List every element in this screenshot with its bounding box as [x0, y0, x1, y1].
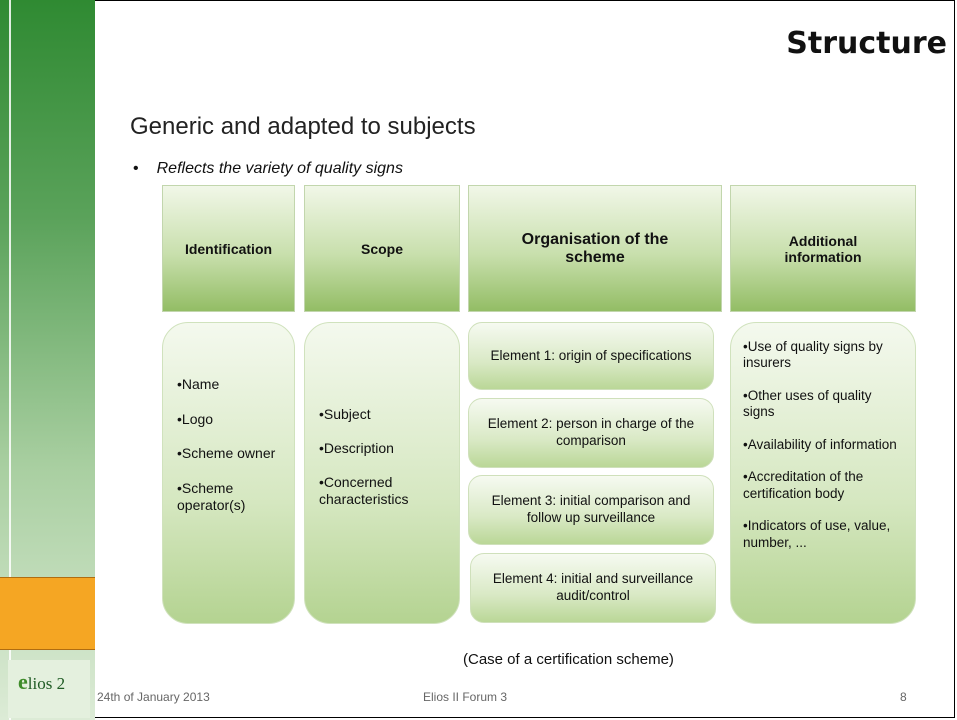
- identification-item: •Scheme owner: [177, 445, 276, 461]
- element-4-text: Element 4: initial and surveillance audi…: [492, 571, 694, 603]
- footer-page-number: 8: [900, 690, 907, 704]
- slide-subtitle: Generic and adapted to subjects: [130, 113, 476, 140]
- identification-item: •Scheme operator(s): [177, 479, 246, 513]
- scope-item: •Subject: [319, 406, 371, 422]
- footer-date: 24th of January 2013: [97, 690, 210, 704]
- diagram-caption: (Case of a certification scheme): [463, 651, 674, 668]
- bullet-item: • Reflects the variety of quality signs: [133, 160, 403, 178]
- element-1-text: Element 1: origin of specifications: [490, 347, 692, 363]
- header-identification: Identification: [162, 185, 295, 312]
- slide-title: Structure: [786, 26, 947, 61]
- additional-item: •Use of quality signs by insurers: [743, 339, 883, 371]
- header-scope-label: Scope: [360, 240, 403, 257]
- element-4-box: Element 4: initial and surveillance audi…: [470, 553, 716, 623]
- header-organisation-label: Organisation of the scheme: [521, 230, 669, 266]
- additional-item: •Other uses of quality signs: [743, 387, 872, 420]
- identification-box: •Name •Logo •Scheme owner •Scheme operat…: [162, 322, 295, 624]
- sidebar-divider: [9, 0, 11, 720]
- additional-item: •Availability of information: [743, 436, 897, 452]
- header-organisation: Organisation of the scheme: [468, 185, 722, 312]
- element-2-text: Element 2: person in charge of the compa…: [487, 416, 695, 448]
- identification-item: •Name: [177, 376, 220, 392]
- header-scope: Scope: [304, 185, 460, 312]
- element-3-text: Element 3: initial comparison and follow…: [491, 493, 691, 525]
- header-additional-label: Additional information: [784, 232, 862, 265]
- logo-text: elios 2: [18, 669, 65, 695]
- element-1-box: Element 1: origin of specifications: [468, 322, 714, 390]
- logo-initial: e: [18, 669, 28, 694]
- bullet-dot: •: [133, 160, 139, 177]
- scope-box: •Subject •Description •Concerned charact…: [304, 322, 460, 624]
- orange-accent-block: [0, 577, 95, 650]
- identification-item: •Logo: [177, 411, 214, 427]
- element-2-box: Element 2: person in charge of the compa…: [468, 398, 714, 468]
- additional-box: •Use of quality signs by insurers •Other…: [730, 322, 916, 624]
- footer-event: Elios II Forum 3: [423, 690, 508, 704]
- bullet-text: Reflects the variety of quality signs: [156, 160, 403, 177]
- additional-item: •Accreditation of the certification body: [743, 469, 864, 501]
- additional-item: •Indicators of use, value, number, ...: [743, 518, 891, 550]
- header-additional: Additional information: [730, 185, 916, 312]
- scope-item: •Concerned characteristics: [319, 474, 409, 507]
- elios-logo: [8, 660, 90, 718]
- element-3-box: Element 3: initial comparison and follow…: [468, 475, 714, 545]
- logo-label: lios 2: [27, 674, 66, 693]
- header-identification-label: Identification: [184, 240, 273, 257]
- scope-item: •Description: [319, 440, 394, 456]
